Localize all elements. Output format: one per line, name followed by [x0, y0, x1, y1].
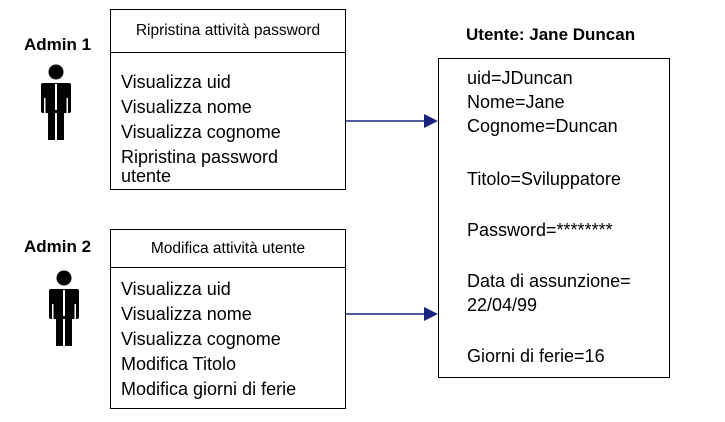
permission-item: Ripristina password utente [121, 147, 279, 186]
user-title: Utente: Jane Duncan [466, 25, 636, 44]
task-box-reset-password: Ripristina attività password Visualizza … [110, 9, 346, 190]
permission-item: Visualizza uid [121, 279, 231, 299]
task-permission-list: Visualizza uid Visualizza nome Visualizz… [121, 70, 341, 186]
user-field-uid: uid=JDuncan [467, 68, 573, 88]
permission-item: Visualizza cognome [121, 122, 281, 142]
permission-item: Visualizza cognome [121, 329, 281, 349]
permission-item: Visualizza nome [121, 304, 252, 324]
admin-2-label: Admin 2 [24, 237, 92, 256]
task-box-title: Ripristina attività password [111, 10, 345, 53]
permission-item: Visualizza uid [121, 72, 231, 92]
user-field-password: Password=******** [467, 220, 613, 240]
person-icon [49, 270, 79, 346]
user-field-nome: Nome=Jane [467, 92, 565, 112]
user-field-titolo: Titolo=Sviluppatore [467, 169, 621, 189]
permission-item: Modifica giorni di ferie [121, 379, 297, 399]
user-field-data-assunzione-value: 22/04/99 [467, 295, 538, 315]
task-box-modify-user: Modifica attività utente Visualizza uid … [110, 229, 346, 409]
user-field-cognome: Cognome=Duncan [467, 116, 618, 136]
admin-1-label: Admin 1 [24, 35, 92, 54]
user-field-data-assunzione: Data di assunzione= [467, 271, 631, 291]
user-field-giorni-ferie: Giorni di ferie=16 [467, 346, 605, 366]
arrow-admin1-to-user [346, 114, 438, 128]
task-permission-list: Visualizza uid Visualizza nome Visualizz… [121, 277, 341, 402]
arrow-admin2-to-user [346, 307, 438, 321]
user-record-box: uid=JDuncan Nome=Jane Cognome=Duncan Tit… [438, 58, 670, 378]
permission-item: Visualizza nome [121, 97, 252, 117]
permission-item: Modifica Titolo [121, 354, 237, 374]
task-box-title: Modifica attività utente [111, 230, 345, 268]
person-icon [41, 64, 71, 140]
